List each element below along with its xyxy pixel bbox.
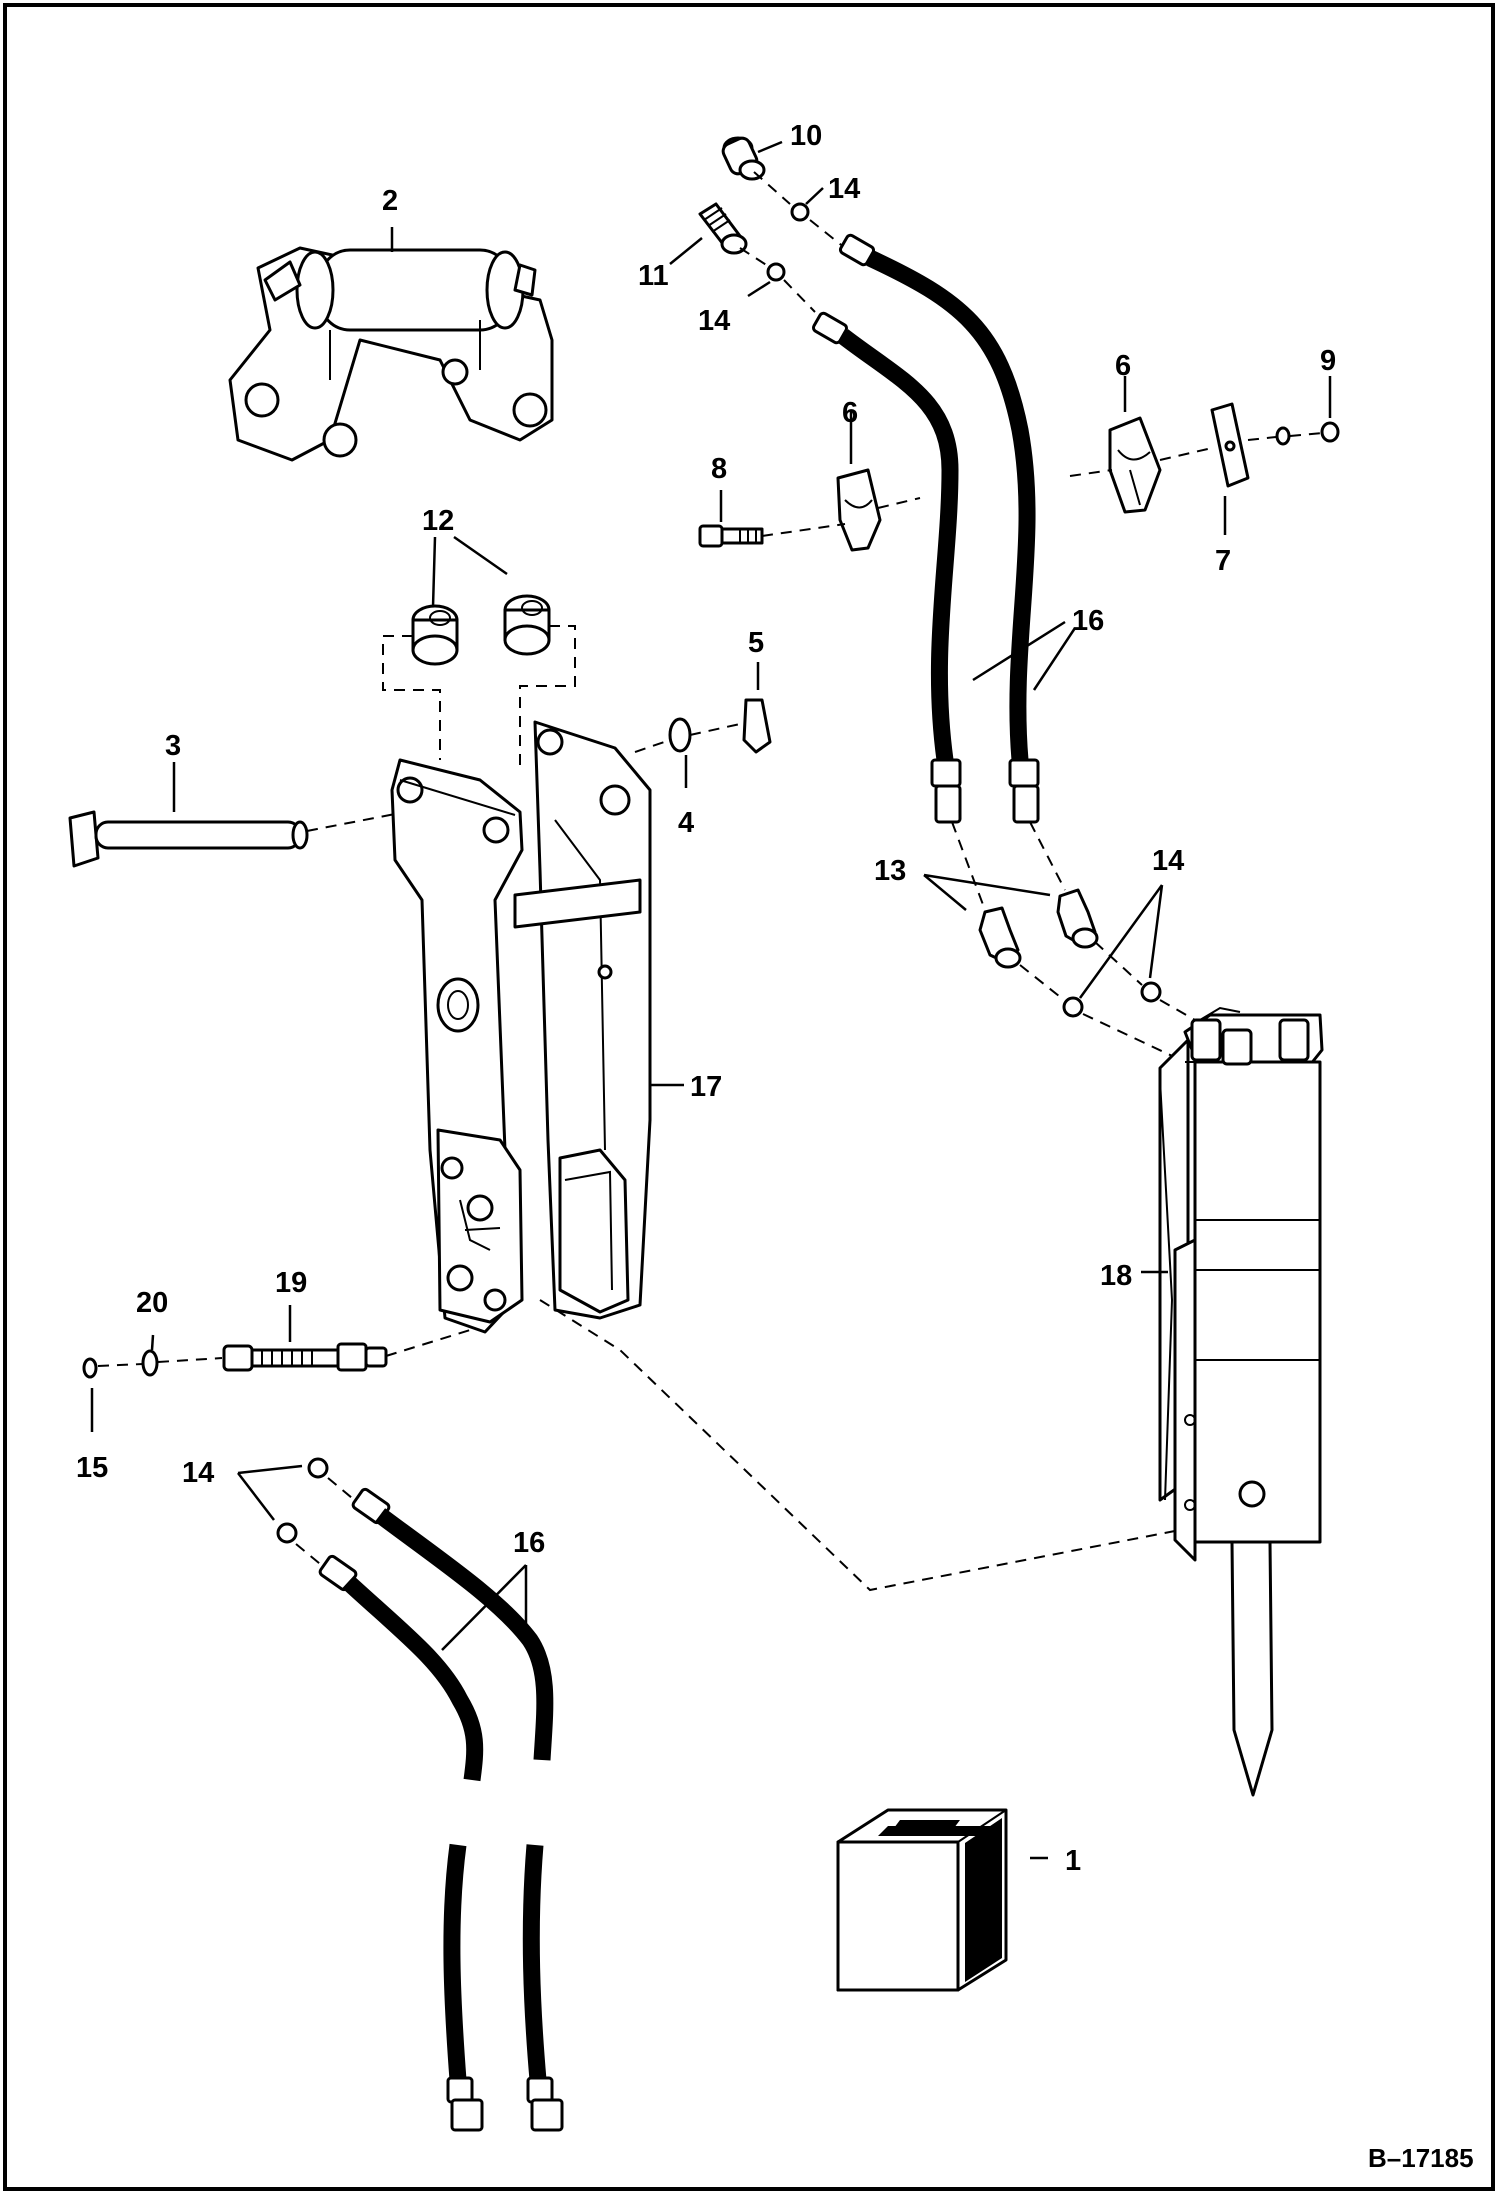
callout-6a: 6 <box>842 397 858 429</box>
callout-11: 11 <box>638 260 669 292</box>
o-ring-15 <box>82 1357 98 1379</box>
bolt-8 <box>698 524 764 548</box>
callout-16a: 16 <box>1072 605 1104 637</box>
callout-19: 19 <box>275 1267 307 1299</box>
callout-labels: 1 2 3 4 5 6 6 7 8 9 10 11 12 13 14 14 14… <box>76 120 1474 2173</box>
plate-7 <box>1210 402 1250 488</box>
callout-3: 3 <box>165 730 181 762</box>
callout-8: 8 <box>711 453 727 485</box>
upper-hoses <box>811 233 1040 824</box>
keeper-5 <box>742 698 772 754</box>
washer-4 <box>668 717 692 753</box>
clamp-half-6-right <box>1108 416 1162 514</box>
callout-4: 4 <box>678 807 694 839</box>
clamp-half-6-left <box>836 468 882 552</box>
bushing-12-left <box>411 604 459 666</box>
callout-6b: 6 <box>1115 350 1131 382</box>
callout-14b: 14 <box>698 305 730 337</box>
bolt-19 <box>222 1342 388 1372</box>
callout-15: 15 <box>76 1452 108 1484</box>
hydraulic-breaker <box>1158 1006 1324 1797</box>
callout-9: 9 <box>1320 345 1336 377</box>
coupler-bracket <box>228 246 554 462</box>
callout-20: 20 <box>136 1287 168 1319</box>
callout-1: 1 <box>1065 1845 1081 1877</box>
callout-5: 5 <box>748 627 764 659</box>
callout-14c: 14 <box>1152 845 1184 877</box>
o-ring-14-top-a <box>790 202 810 222</box>
fitting-10 <box>721 136 766 181</box>
nut-9 <box>1275 421 1340 446</box>
callout-14d: 14 <box>182 1457 214 1489</box>
callout-12: 12 <box>422 505 454 537</box>
callout-16b: 16 <box>513 1527 545 1559</box>
mounting-bracket <box>390 720 652 1334</box>
o-ring-14-mid-b <box>1140 981 1162 1003</box>
diagram-frame <box>3 3 1495 2191</box>
manual-box <box>836 1808 1008 1992</box>
elbow-13-right <box>1056 888 1099 949</box>
callout-10: 10 <box>790 120 822 152</box>
washer-20 <box>141 1349 159 1377</box>
o-ring-14-top-b <box>766 262 786 282</box>
o-ring-14-mid-a <box>1062 996 1084 1018</box>
figure-id: B–17185 <box>1368 2143 1474 2173</box>
callout-7: 7 <box>1215 545 1231 577</box>
elbow-13-left <box>978 906 1022 969</box>
lower-hoses <box>276 1457 564 2132</box>
callout-13: 13 <box>874 855 906 887</box>
fitting-11 <box>698 202 748 255</box>
callout-2: 2 <box>382 185 398 217</box>
callout-14a: 14 <box>828 173 860 205</box>
callout-17: 17 <box>690 1071 722 1103</box>
pin-3 <box>68 810 309 868</box>
callout-18: 18 <box>1100 1260 1132 1292</box>
leader-lines <box>90 140 1332 1860</box>
bushing-12-right <box>503 594 551 656</box>
